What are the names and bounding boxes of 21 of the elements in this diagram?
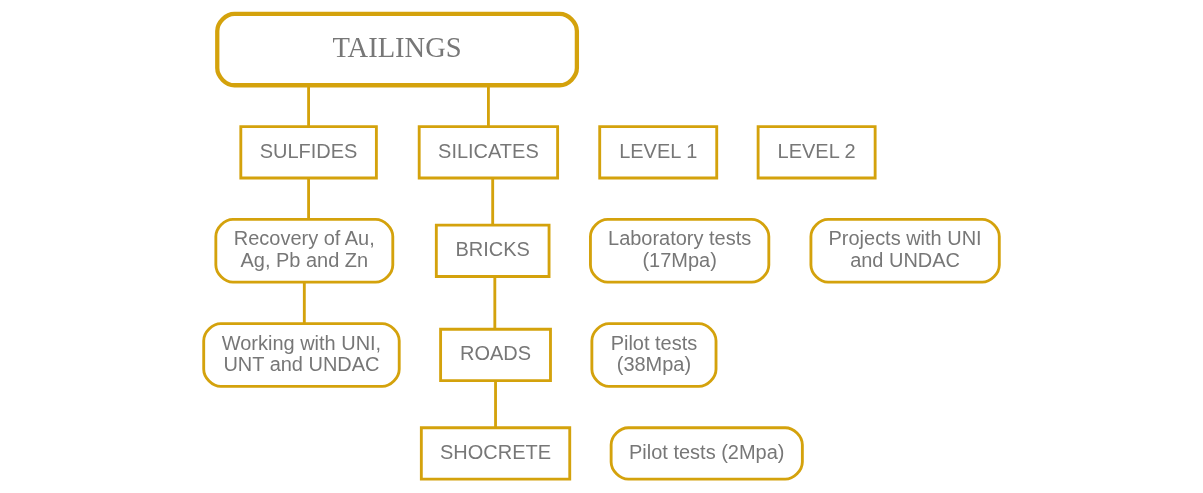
connector xyxy=(302,282,306,324)
connector xyxy=(487,85,490,127)
node-box: TAILINGS xyxy=(215,11,579,88)
node-box: Recovery of Au, Ag, Pb and Zn xyxy=(214,217,395,284)
node-box: Pilot tests (2Mpa) xyxy=(609,426,804,481)
node-box: BRICKS xyxy=(434,223,551,278)
node-box: ROADS xyxy=(439,327,552,383)
node-box: SILICATES xyxy=(417,125,560,180)
node-box: SHOCRETE xyxy=(419,426,572,481)
node-box: Laboratory tests (17Mpa) xyxy=(589,217,771,284)
node-box: LEVEL 2 xyxy=(756,125,877,180)
connector xyxy=(494,380,497,428)
node-box: Projects with UNI and UNDAC xyxy=(809,217,1001,284)
connector xyxy=(307,85,311,127)
connector xyxy=(307,178,311,220)
connector xyxy=(493,276,497,330)
node-box: Working with UNI, UNT and UNDAC xyxy=(202,322,401,388)
node-box: Pilot tests (38Mpa) xyxy=(590,322,718,388)
node-box: SULFIDES xyxy=(239,125,378,180)
node-box: LEVEL 1 xyxy=(598,125,719,180)
connector xyxy=(491,178,495,225)
